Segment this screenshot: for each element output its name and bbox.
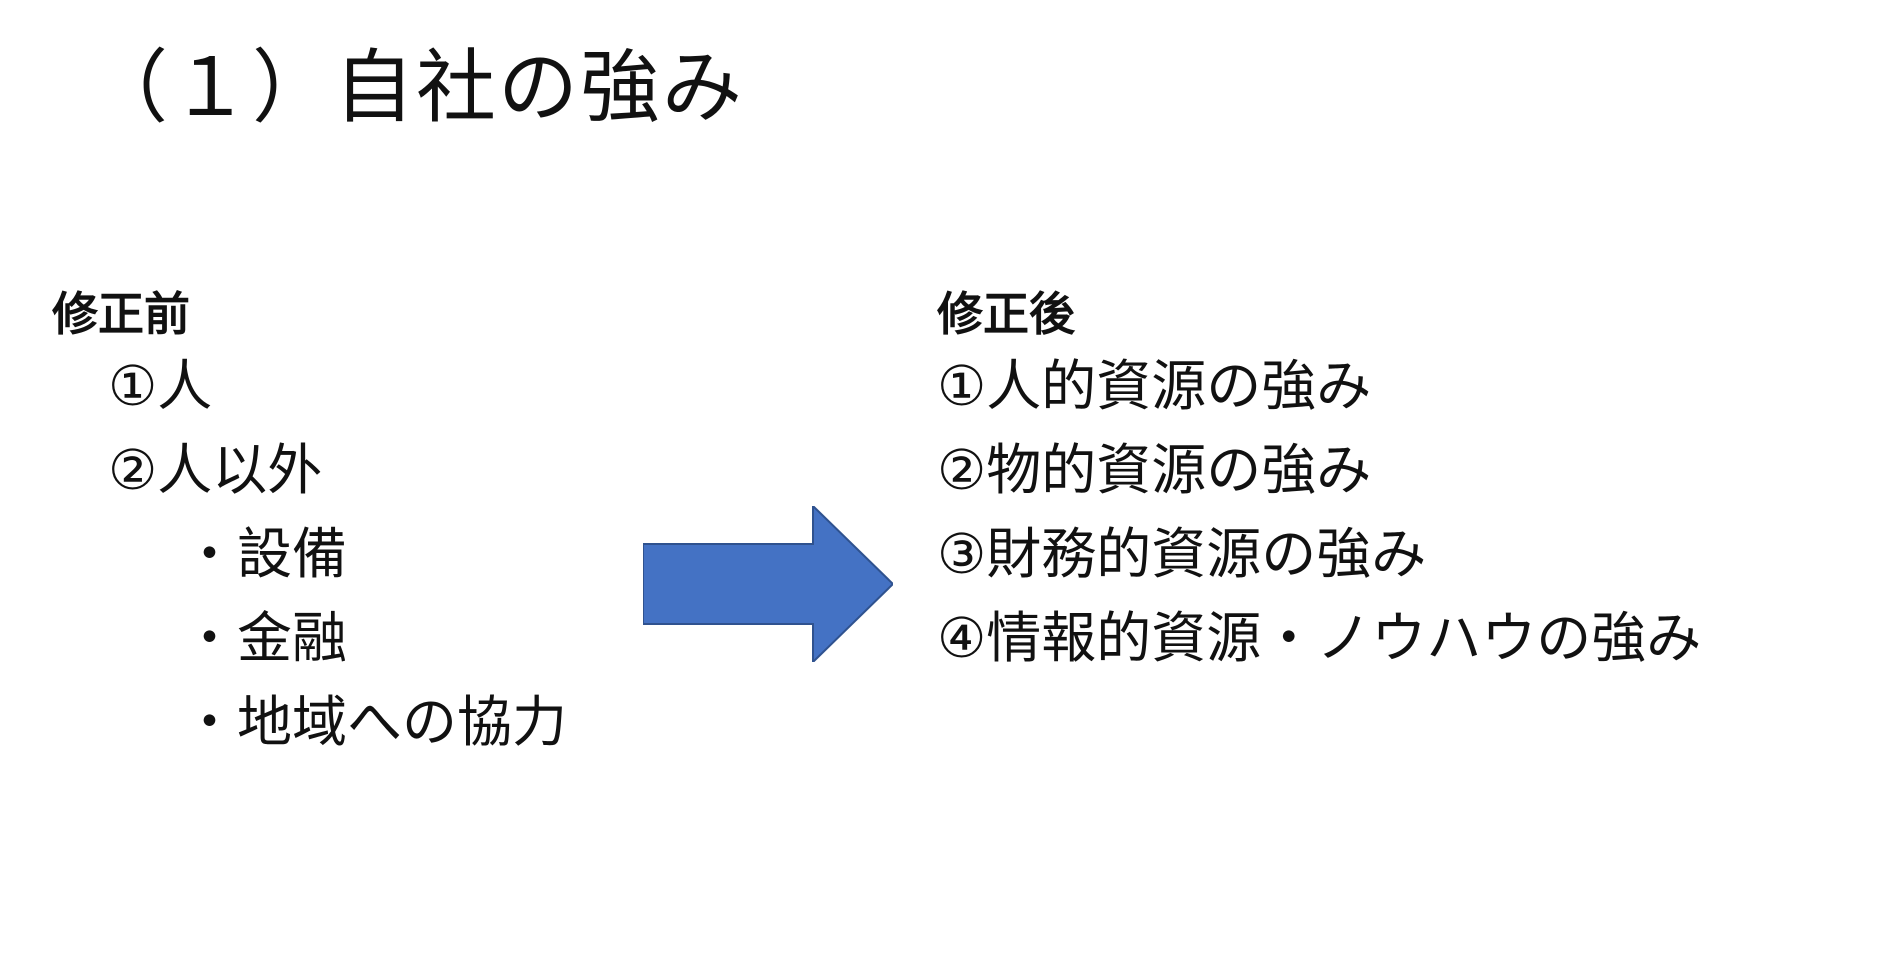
- after-section: 修正後 ①人的資源の強み ②物的資源の強み ③財務的資源の強み ④情報的資源・ノ…: [937, 286, 1701, 680]
- after-item-physical-resources: ②物的資源の強み: [937, 438, 1372, 502]
- after-item-information-knowhow: ④情報的資源・ノウハウの強み: [937, 606, 1702, 670]
- before-subitem-finance: ・金融: [182, 606, 348, 670]
- before-section: 修正前 ①人 ②人以外 ・設備 ・金融 ・地域への協力: [52, 286, 567, 764]
- arrow-shape: [643, 506, 893, 662]
- page-title: （１）自社の強み: [88, 41, 744, 134]
- after-heading: 修正後: [937, 287, 1075, 341]
- after-list: ①人的資源の強み ②物的資源の強み ③財務的資源の強み ④情報的資源・ノウハウの…: [937, 344, 1701, 680]
- after-item-human-resources: ①人的資源の強み: [937, 354, 1372, 418]
- before-item-people: ①人: [108, 354, 213, 418]
- right-arrow-icon: [643, 506, 893, 662]
- after-item-financial-resources: ③財務的資源の強み: [937, 522, 1427, 586]
- before-subitem-equipment: ・設備: [182, 522, 348, 586]
- before-heading: 修正前: [52, 287, 190, 341]
- before-item-non-people: ②人以外: [108, 438, 323, 502]
- before-list: ①人 ②人以外 ・設備 ・金融 ・地域への協力: [52, 344, 567, 764]
- before-subitem-community-cooperation: ・地域への協力: [182, 690, 568, 754]
